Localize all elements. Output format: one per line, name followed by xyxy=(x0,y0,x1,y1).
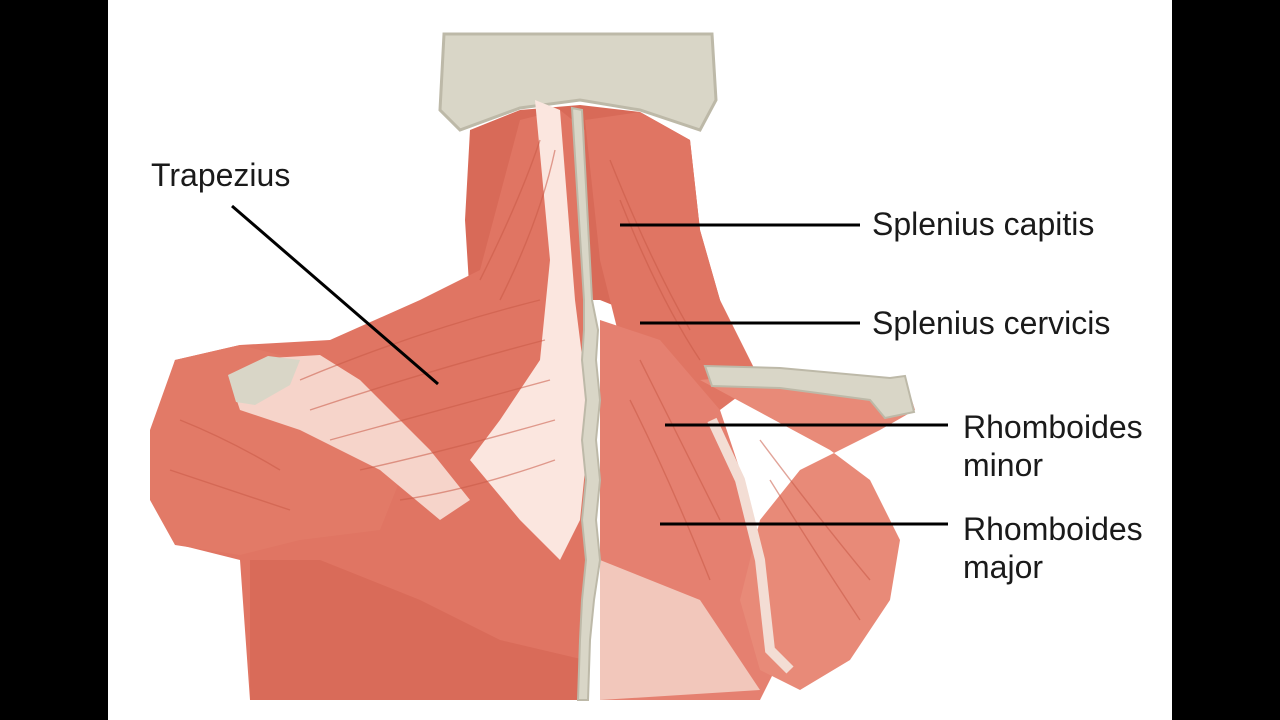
lower-back-muscles xyxy=(250,560,585,700)
label-rhomboides-major: Rhomboides major xyxy=(963,511,1143,585)
clavicle-right xyxy=(703,364,916,420)
central-tendon xyxy=(470,100,590,560)
scapula-right xyxy=(700,372,915,690)
scapular-spine-tendon xyxy=(230,355,470,520)
acromion xyxy=(228,356,300,405)
letterbox-left xyxy=(0,0,108,720)
leader-lines xyxy=(231,204,948,526)
muscle-fibers xyxy=(169,139,871,621)
label-trapezius: Trapezius xyxy=(151,157,291,193)
deltoid-left xyxy=(150,345,400,555)
letterbox-right xyxy=(1172,0,1280,720)
scapula-border-right xyxy=(707,417,794,674)
label-splenius-cervicis: Splenius cervicis xyxy=(872,305,1111,341)
lower-right-muscles xyxy=(600,560,760,700)
occipital-bone xyxy=(438,32,718,132)
spinal-column xyxy=(570,106,602,701)
leader-line-trapezius xyxy=(231,204,439,386)
label-rhomboides-minor: Rhomboides minor xyxy=(963,409,1143,483)
label-splenius-capitis: Splenius capitis xyxy=(872,206,1095,242)
